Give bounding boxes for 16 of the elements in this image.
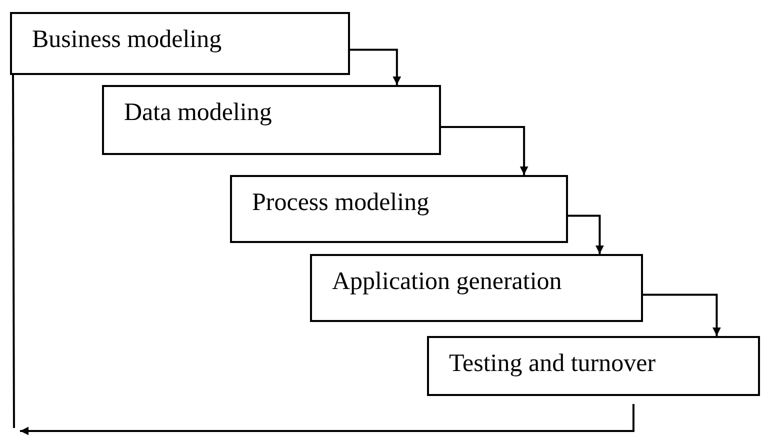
step-label: Business modeling: [32, 26, 222, 54]
arrow: [350, 48, 402, 85]
process-box: [427, 336, 760, 396]
process-box: [310, 254, 643, 322]
step-label: Process modeling: [252, 189, 430, 217]
connector-line: [12, 75, 15, 428]
step-label: Testing and turnover: [449, 350, 656, 378]
arrow: [568, 214, 604, 254]
process-box: [102, 85, 441, 155]
step-label: Application generation: [332, 268, 562, 296]
process-box: [230, 175, 568, 243]
step-label: Data modeling: [124, 99, 272, 127]
arrow: [643, 294, 721, 336]
arrow: [20, 404, 634, 436]
arrow: [441, 126, 528, 175]
process-box: [10, 12, 350, 75]
